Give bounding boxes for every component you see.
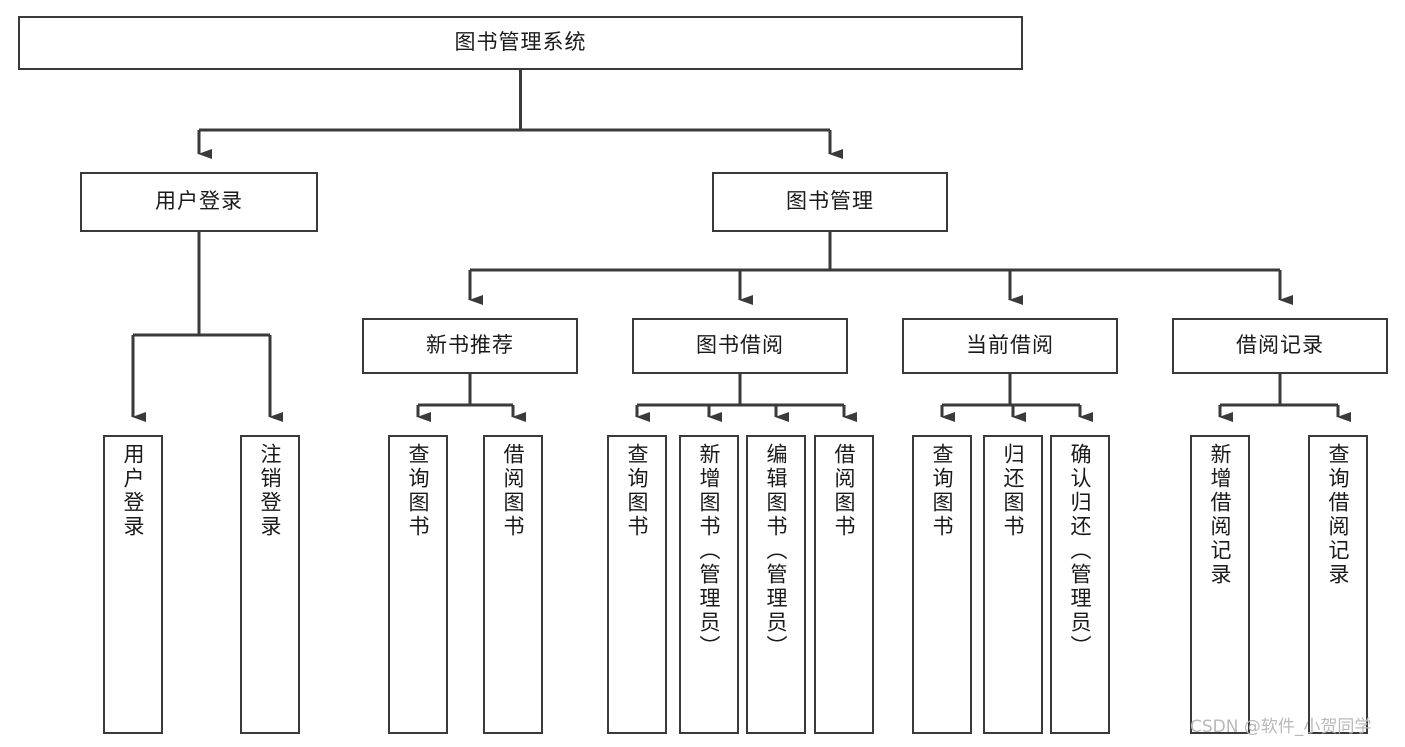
node-query-book-2[interactable]: 查询图书	[607, 435, 667, 734]
node-query-book-3-label: 查询图书	[930, 443, 955, 539]
node-add-borrow-record[interactable]: 新增借阅记录	[1190, 435, 1250, 734]
node-return-book-label: 归还图书	[1001, 443, 1026, 539]
node-user-logout-label: 注销登录	[258, 443, 283, 539]
node-borrow-book-1-label: 借阅图书	[501, 443, 526, 539]
node-edit-book-admin[interactable]: 编辑图书（管理员）	[746, 435, 806, 734]
node-new-book-recommend-label: 新书推荐	[426, 333, 514, 358]
node-edit-book-admin-label: 编辑图书（管理员）	[764, 443, 789, 659]
node-book-borrow[interactable]: 图书借阅	[632, 318, 848, 374]
node-add-book-admin[interactable]: 新增图书（管理员）	[679, 435, 739, 734]
node-query-borrow-record-label: 查询借阅记录	[1326, 443, 1351, 587]
node-root-label: 图书管理系统	[454, 30, 587, 55]
node-query-borrow-record[interactable]: 查询借阅记录	[1308, 435, 1368, 734]
node-current-borrow-label: 当前借阅	[966, 333, 1054, 358]
node-root[interactable]: 图书管理系统	[18, 16, 1023, 70]
node-book-manage[interactable]: 图书管理	[712, 172, 948, 232]
node-confirm-return-admin[interactable]: 确认归还（管理员）	[1050, 435, 1110, 734]
node-return-book[interactable]: 归还图书	[983, 435, 1043, 734]
node-user-login-do-label: 用户登录	[121, 443, 146, 539]
node-user-login[interactable]: 用户登录	[80, 172, 318, 232]
csdn-watermark: CSDN @软件_小贺同学	[1190, 717, 1372, 737]
node-add-borrow-record-label: 新增借阅记录	[1208, 443, 1233, 587]
node-query-book-3[interactable]: 查询图书	[912, 435, 972, 734]
node-borrow-record[interactable]: 借阅记录	[1172, 318, 1388, 374]
node-user-login-do[interactable]: 用户登录	[103, 435, 163, 734]
node-new-book-recommend[interactable]: 新书推荐	[362, 318, 578, 374]
node-book-borrow-label: 图书借阅	[696, 333, 784, 358]
node-query-book-2-label: 查询图书	[625, 443, 650, 539]
node-current-borrow[interactable]: 当前借阅	[902, 318, 1118, 374]
node-borrow-record-label: 借阅记录	[1236, 333, 1324, 358]
node-borrow-book-2[interactable]: 借阅图书	[814, 435, 874, 734]
node-query-book-1-label: 查询图书	[406, 443, 431, 539]
node-book-manage-label: 图书管理	[786, 189, 874, 214]
node-borrow-book-2-label: 借阅图书	[832, 443, 857, 539]
node-user-logout[interactable]: 注销登录	[240, 435, 300, 734]
node-query-book-1[interactable]: 查询图书	[388, 435, 448, 734]
node-borrow-book-1[interactable]: 借阅图书	[483, 435, 543, 734]
node-add-book-admin-label: 新增图书（管理员）	[697, 443, 722, 659]
node-confirm-return-admin-label: 确认归还（管理员）	[1068, 443, 1093, 659]
node-user-login-label: 用户登录	[155, 189, 243, 214]
